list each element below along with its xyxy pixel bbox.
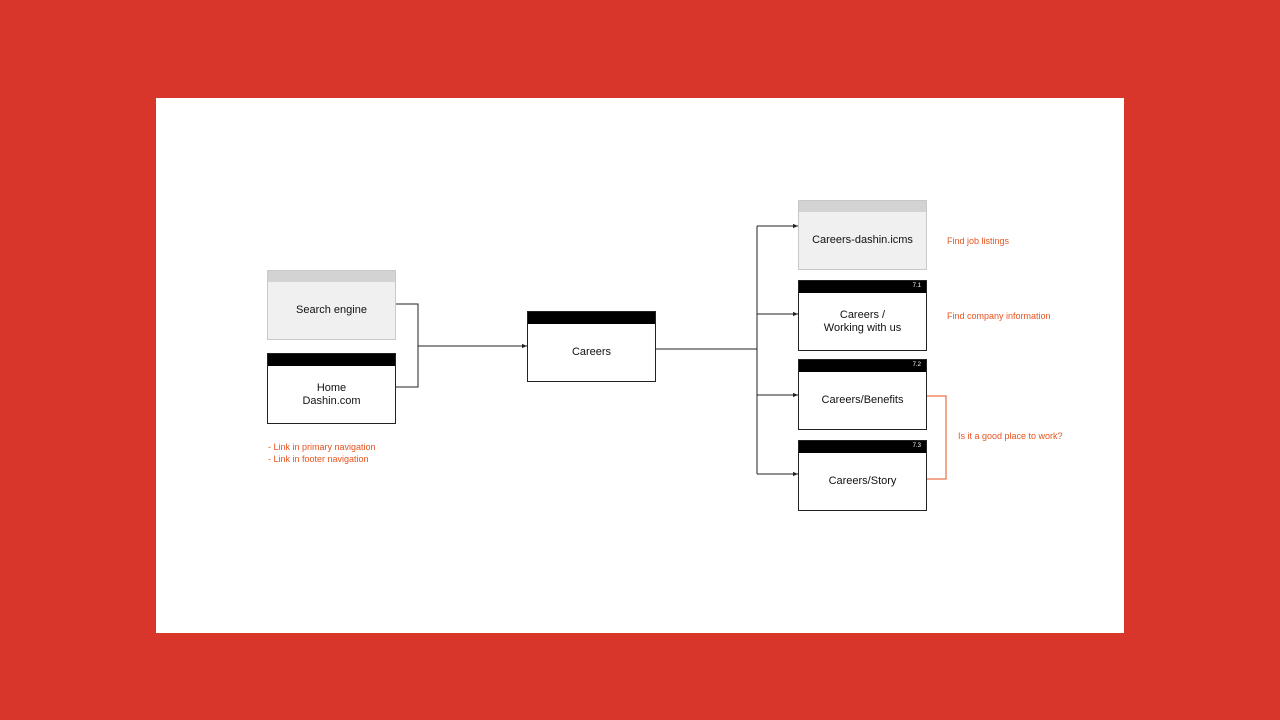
note-good-place-to-work: Is it a good place to work? — [958, 431, 1063, 441]
careers-working-node: 7.1 Careers / Working with us — [798, 280, 927, 351]
home-label: Home Dashin.com — [268, 366, 395, 423]
careers-hub-label: Careers — [571, 346, 612, 358]
careers-hub-node: Careers — [527, 311, 656, 382]
careers-benefits-node: 7.2 Careers/Benefits — [798, 359, 927, 430]
careers-icms-label: Careers-dashin.icms — [812, 234, 913, 246]
home-label-line2: Dashin.com — [302, 394, 361, 407]
home-label-line1: Home — [316, 381, 347, 394]
page-number: 7.1 — [912, 283, 921, 289]
note-find-job-listings: Find job listings — [947, 236, 1010, 246]
careers-working-line2: Working with us — [823, 321, 902, 334]
careers-working-line1: Careers / — [839, 308, 886, 321]
careers-benefits-label: Careers/Benefits — [821, 394, 904, 406]
note-find-company-info: Find company information — [947, 311, 1051, 321]
node-header-bar — [268, 271, 395, 282]
page-number: 7.2 — [912, 362, 921, 368]
node-header-bar — [799, 201, 926, 212]
careers-story-node: 7.3 Careers/Story — [798, 440, 927, 511]
node-header-bar: 7.1 — [799, 281, 926, 293]
note-primary-nav: - Link in primary navigation — [268, 442, 376, 452]
node-header-bar — [268, 354, 395, 366]
node-header-bar — [528, 312, 655, 324]
careers-icms-node: Careers-dashin.icms — [798, 200, 927, 270]
node-header-bar: 7.3 — [799, 441, 926, 453]
node-header-bar: 7.2 — [799, 360, 926, 372]
source-notes: - Link in primary navigation - Link in f… — [268, 441, 376, 465]
page-number: 7.3 — [912, 443, 921, 449]
home-node: Home Dashin.com — [267, 353, 396, 424]
careers-story-label: Careers/Story — [828, 475, 897, 487]
careers-working-label: Careers / Working with us — [799, 293, 926, 350]
note-footer-nav: - Link in footer navigation — [268, 454, 369, 464]
search-engine-node: Search engine — [267, 270, 396, 340]
search-engine-label: Search engine — [296, 304, 367, 316]
